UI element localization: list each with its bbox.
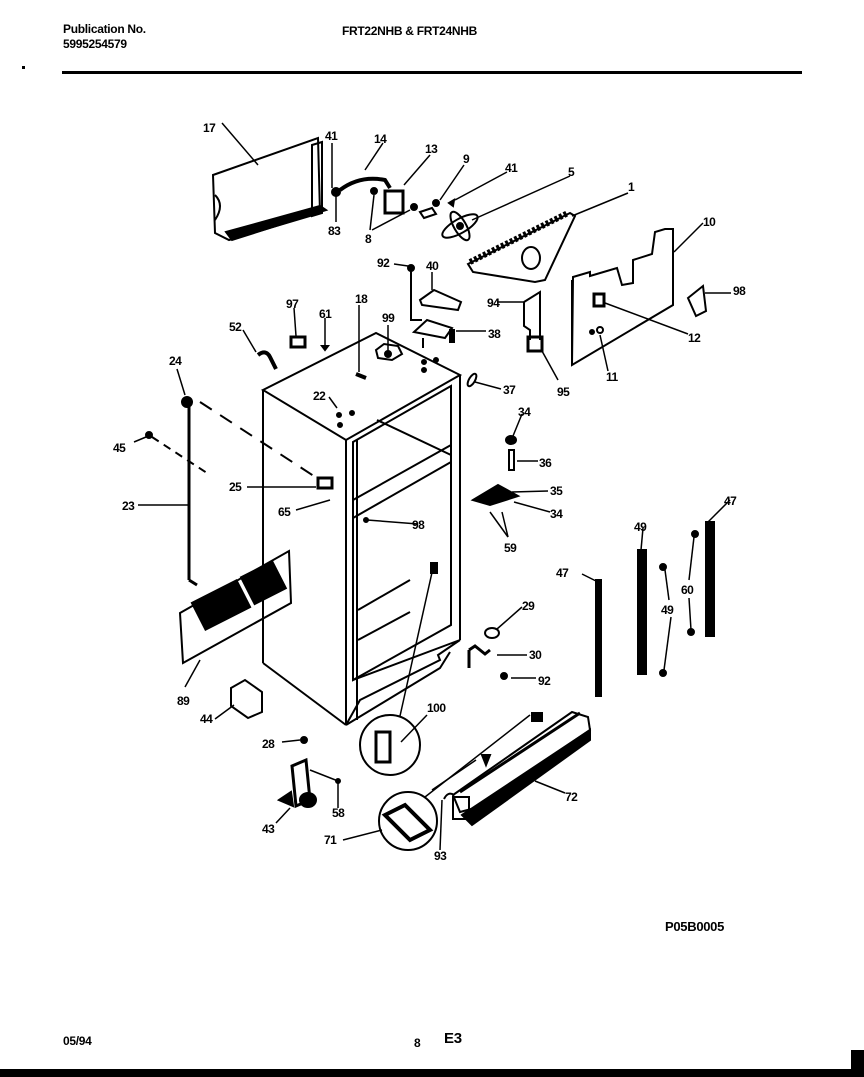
evaporator-cover-part-17 (211, 122, 329, 242)
callout-label: 93 (434, 849, 447, 863)
detail-circle-100 (359, 562, 438, 776)
diagram-code: P05B0005 (665, 919, 725, 934)
bracket-part-44 (214, 678, 263, 720)
callout-label: 59 (504, 541, 517, 555)
page-number: 8 (414, 1036, 421, 1050)
hinge-rod-part-23 (133, 368, 321, 587)
callout-label: 95 (557, 385, 570, 399)
callout-label: 38 (488, 327, 501, 341)
callout-label: 1 (628, 180, 635, 194)
detail-circle-71 (342, 714, 531, 851)
callout-label: 29 (522, 599, 535, 613)
callout-label: 98 (733, 284, 746, 298)
publication-label: Publication No. (63, 22, 146, 36)
door-hinge-parts (466, 372, 551, 538)
callout-label: 71 (324, 833, 337, 847)
callout-label: 37 (503, 383, 516, 397)
callout-label: 92 (538, 674, 551, 688)
access-grille-part-89 (178, 549, 293, 688)
wire-harness-95 (497, 290, 559, 381)
callout-label: 10 (703, 215, 716, 229)
callout-label: 65 (278, 505, 291, 519)
callout-label: 61 (319, 307, 332, 321)
callout-label: 98 (412, 518, 425, 532)
revision-date: 05/94 (63, 1034, 92, 1048)
callout-label: 43 (262, 822, 275, 836)
page-bottom-edge (0, 1069, 864, 1077)
callout-label: 72 (565, 790, 578, 804)
callout-label: 44 (200, 712, 213, 726)
callout-label: 23 (122, 499, 135, 513)
callout-label: 45 (113, 441, 126, 455)
callout-label: 47 (724, 494, 737, 508)
callout-label: 52 (229, 320, 242, 334)
door-strips (581, 499, 731, 697)
control-panel-part-10 (570, 222, 704, 372)
callout-label: 100 (427, 701, 446, 715)
bracket-part-98 (686, 284, 731, 318)
callout-label: 49 (661, 603, 674, 617)
callout-label: 14 (374, 132, 387, 146)
leveling-leg-part-43 (275, 736, 341, 824)
top-hinge-parts (242, 307, 330, 370)
model-title: FRT22NHB & FRT24NHB (342, 24, 477, 38)
callout-label: 9 (463, 152, 470, 166)
callout-label: 5 (568, 165, 575, 179)
callout-label: 34 (550, 507, 563, 521)
publication-number: 5995254579 (63, 37, 127, 51)
refrigerator-cabinet (260, 305, 463, 726)
evaporator-part-1 (466, 192, 629, 284)
damper-control-parts (331, 142, 431, 231)
callout-label: 97 (286, 297, 299, 311)
callout-label: 28 (262, 737, 275, 751)
callout-label: 83 (328, 224, 341, 238)
callout-label: 35 (550, 484, 563, 498)
callout-label: 13 (425, 142, 438, 156)
header-rule (62, 71, 802, 74)
margin-mark (22, 66, 25, 69)
callout-label: 49 (634, 520, 647, 534)
callout-label: 11 (606, 370, 618, 384)
callout-label: 92 (377, 256, 390, 270)
bottom-hinge-parts (467, 606, 536, 680)
fan-assembly (418, 164, 571, 242)
toe-grille-part-72 (439, 710, 592, 851)
callout-label: 99 (382, 311, 395, 325)
callout-label: 41 (325, 129, 338, 143)
thermostat-housing (393, 263, 486, 348)
callout-label: 30 (529, 648, 542, 662)
callout-label: 17 (203, 121, 216, 135)
callout-label: 36 (539, 456, 552, 470)
callout-label: 22 (313, 389, 326, 403)
callout-label: 47 (556, 566, 569, 580)
callout-label: 25 (229, 480, 242, 494)
callout-label: 94 (487, 296, 500, 310)
callout-label: 24 (169, 354, 182, 368)
callout-label: 40 (426, 259, 439, 273)
callout-label: 18 (355, 292, 368, 306)
page-corner-edge (851, 1050, 864, 1077)
callout-label: 34 (518, 405, 531, 419)
callout-label: 12 (688, 331, 701, 345)
hinge-bracket-25 (247, 476, 334, 511)
callout-label: 41 (505, 161, 518, 175)
callout-label: 89 (177, 694, 190, 708)
callout-label: 58 (332, 806, 345, 820)
callout-label: 8 (365, 232, 372, 246)
section-code: E3 (444, 1030, 462, 1047)
callout-label: 60 (681, 583, 694, 597)
